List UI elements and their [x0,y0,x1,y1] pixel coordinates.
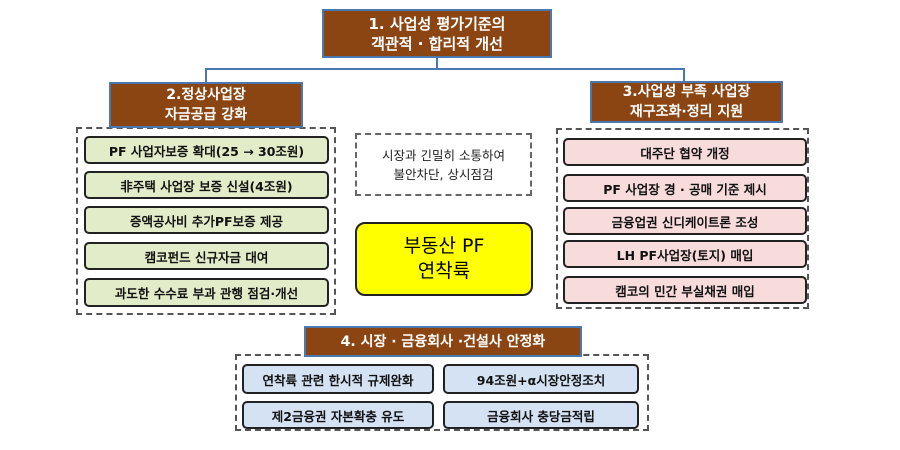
top-goal-box: 1. 사업성 평가기준의 객관적 · 합리적 개선 [322,9,552,58]
connector [683,68,685,82]
section3-group [556,128,809,309]
connector [205,68,685,70]
section2-item: 캠코펀드 신규자금 대여 [84,242,329,270]
section4-item: 제2금융권 자본확충 유도 [242,401,434,429]
section3-item: PF 사업장 경 · 공매 기준 제시 [563,174,807,202]
section3-item: 금융업권 신디케이트론 조성 [563,207,807,235]
core-goal-box: 부동산 PF 연착륙 [355,222,533,296]
monitoring-note: 시장과 긴밀히 소통하여 불안차단, 상시점검 [355,133,532,196]
section2-header: 2.정상사업장 자금공급 강화 [109,82,303,128]
section2-item: PF 사업자보증 확대(25 → 30조원) [84,136,329,164]
connector [436,57,438,70]
section2-item: 증액공사비 추가PF보증 제공 [84,206,329,234]
section3-item: LH PF사업장(토지) 매입 [563,240,807,268]
section4-header: 4. 시장 · 금융회사 ·건설사 안정화 [304,326,582,357]
section4-item: 94조원+α시장안정조치 [443,364,639,394]
connector [205,68,207,84]
section2-item: 非주택 사업장 보증 신설(4조원) [84,171,329,199]
section3-item: 대주단 협약 개정 [563,138,807,166]
section3-header: 3.사업성 부족 사업장 재구조화·정리 지원 [590,81,783,123]
section4-item: 연착륙 관련 한시적 규제완화 [242,364,434,394]
section2-group [76,127,336,315]
section4-item: 금융회사 충당금적립 [443,401,639,429]
section3-item: 캠코의 민간 부실채권 매입 [563,276,807,304]
section2-item: 과도한 수수료 부과 관행 점검·개선 [84,278,329,307]
